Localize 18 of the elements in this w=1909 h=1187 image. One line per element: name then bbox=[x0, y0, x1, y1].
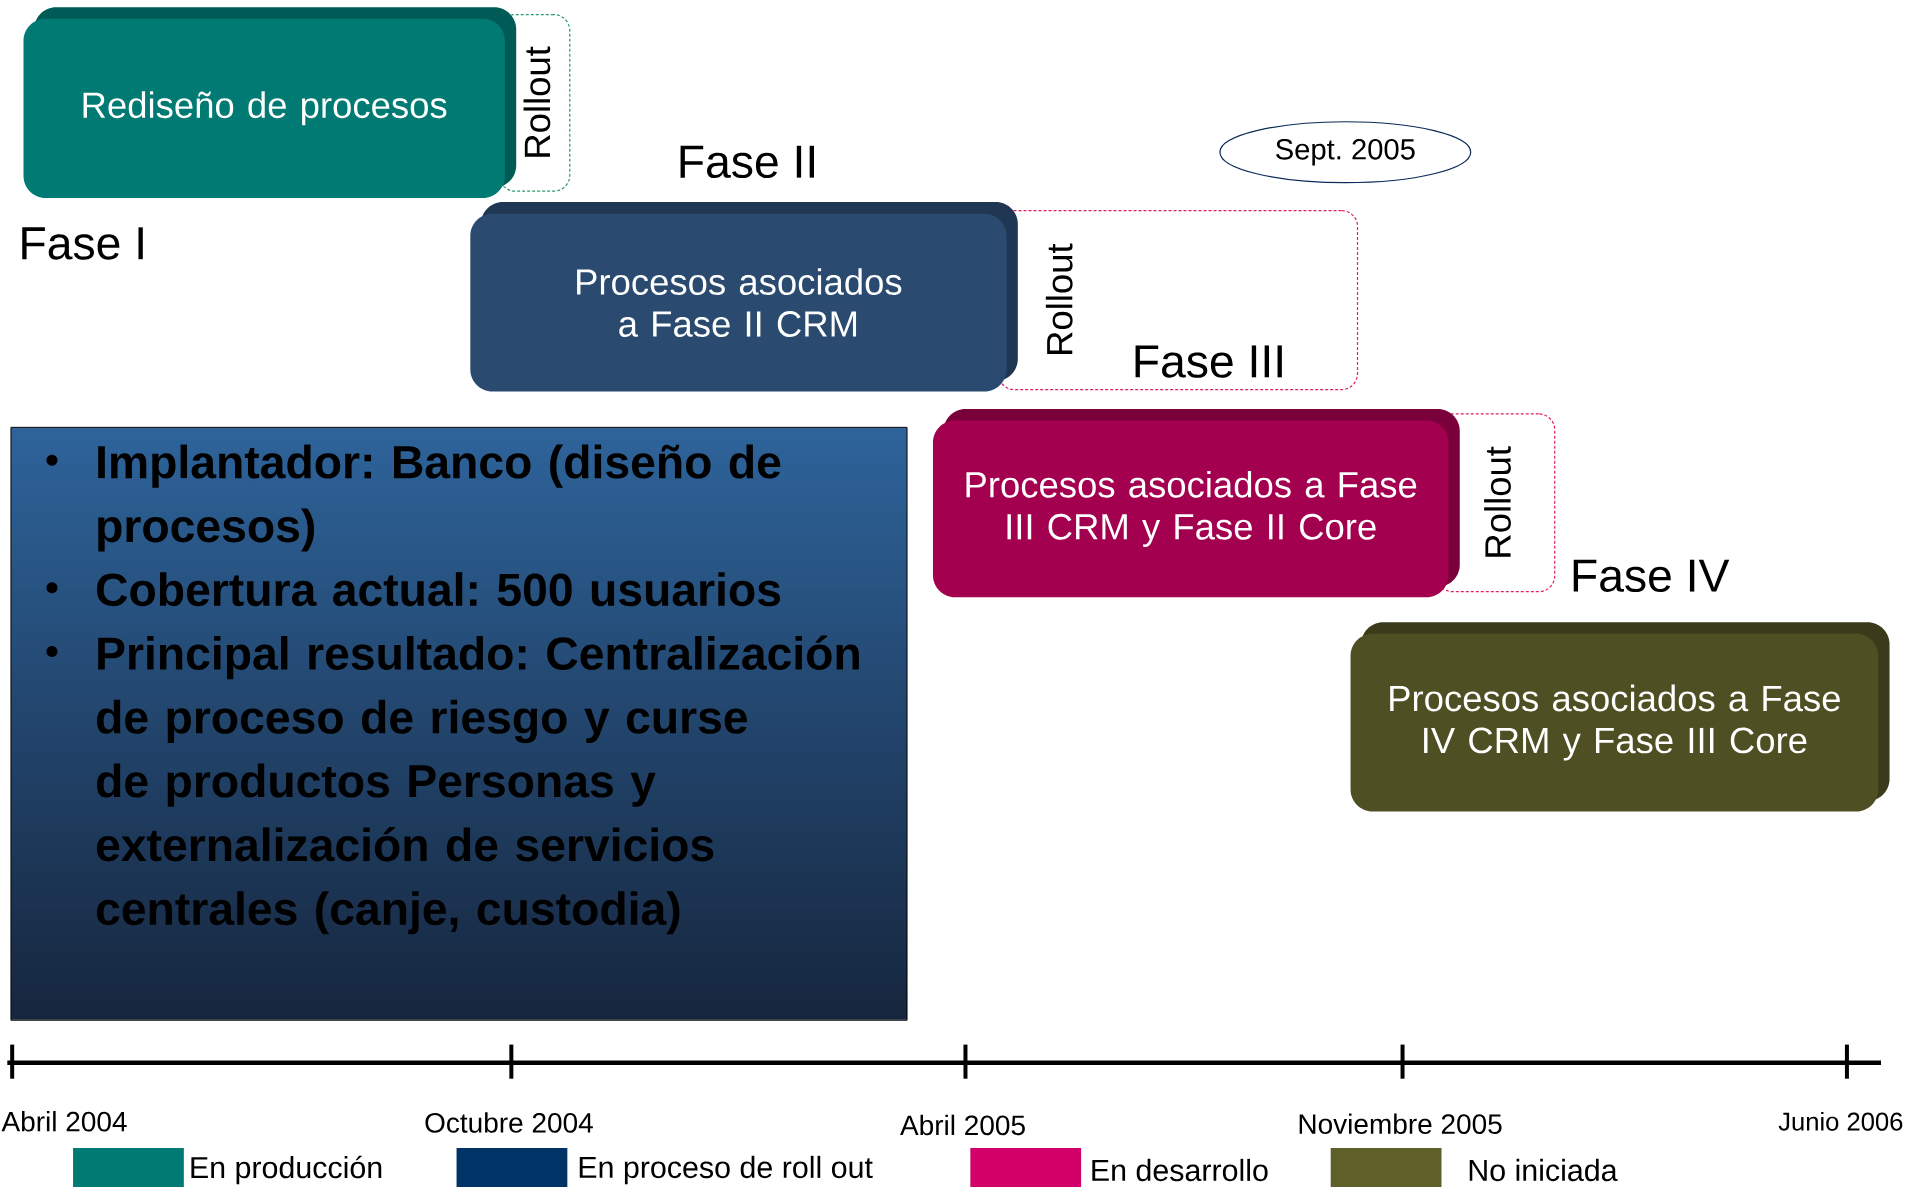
info-box: Implantador: Banco (diseño de procesos) Cobertura actual: 500 usuarios Principal resultado: Centralización de proceso de riesgo y curse de productos Personas y externalización de servicios centrales (canje, custodia) bbox=[10, 426, 908, 1021]
legend-label: No iniciada bbox=[1469, 1158, 1618, 1182]
phase-label: Fase II bbox=[680, 145, 814, 179]
legend-label: En proceso de roll out bbox=[579, 1155, 873, 1185]
date-label: Noviembre 2005 bbox=[1299, 1113, 1502, 1134]
date-label: Abril 2005 bbox=[900, 1114, 1025, 1136]
date-label: Octubre 2004 bbox=[425, 1112, 593, 1133]
phase-box: Rediseño de procesos bbox=[23, 7, 517, 198]
phase-label: Fase III bbox=[1135, 345, 1282, 378]
legend-label: En producción bbox=[191, 1155, 382, 1185]
phase-box: Procesos asociados a Fase II CRM bbox=[470, 202, 1018, 392]
phase-label: Fase IV bbox=[1573, 559, 1730, 592]
date-label: Abril 2004 bbox=[1, 1111, 127, 1132]
legend-label: En desarrollo bbox=[1092, 1158, 1268, 1182]
date-label: Junio 2006 bbox=[1778, 1111, 1903, 1131]
phase-label: Fase I bbox=[22, 227, 143, 260]
phase-box: Procesos asociados a Fase III CRM y Fase II Core bbox=[932, 409, 1460, 598]
phase-box: Procesos asociados a Fase IV CRM y Fase III Core bbox=[1350, 622, 1890, 812]
